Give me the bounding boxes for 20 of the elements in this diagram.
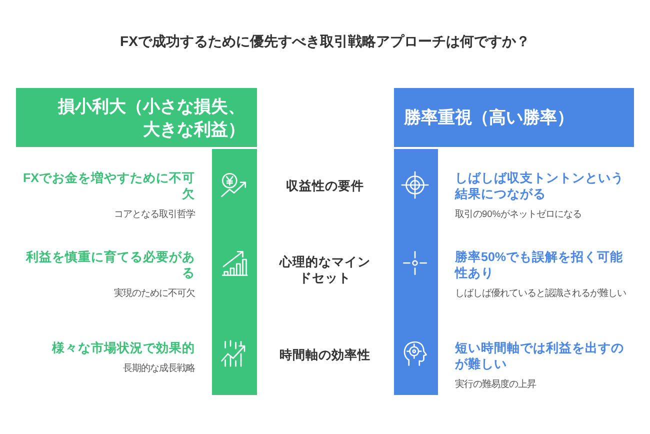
header-title: 損小利大（小さな損失、大きな利益）: [56, 96, 245, 140]
diagram-title: FXで成功するために優先すべき取引戦略アプローチは何ですか？: [119, 33, 531, 51]
item-heading: 勝率50%でも誤解を招く可能性あり: [455, 249, 624, 281]
item-description: 取引の90%がネットゼロになる: [455, 208, 583, 221]
item-heading: しばしば収支トントンという結果につながる: [455, 170, 625, 202]
criterion-label: 時間軸の効率性: [278, 347, 372, 363]
item-heading: FXでお金を増やすために不可欠: [22, 170, 195, 202]
criterion-label: 心理的なマインドセット: [278, 254, 372, 286]
item-heading: 短い時間軸では利益を出すのが難しい: [455, 340, 625, 372]
header-title: 勝率重視（高い勝率）: [404, 107, 574, 129]
item-description: しばしば優れていると認識されるが難しい: [455, 287, 627, 300]
item-description: コアとなる取引哲学: [113, 208, 195, 221]
header-box: [16, 88, 257, 147]
item-heading: 様々な市場状況で効果的: [50, 340, 195, 356]
item-description: 長期的な成長戦略: [122, 362, 195, 375]
criterion-label: 収益性の要件: [285, 178, 365, 194]
header-box: [394, 88, 634, 147]
item-heading: 利益を慎重に育てる必要がある: [24, 249, 195, 281]
item-description: 実行の難易度の上昇: [455, 378, 538, 391]
item-description: 実現のために不可欠: [113, 287, 195, 300]
